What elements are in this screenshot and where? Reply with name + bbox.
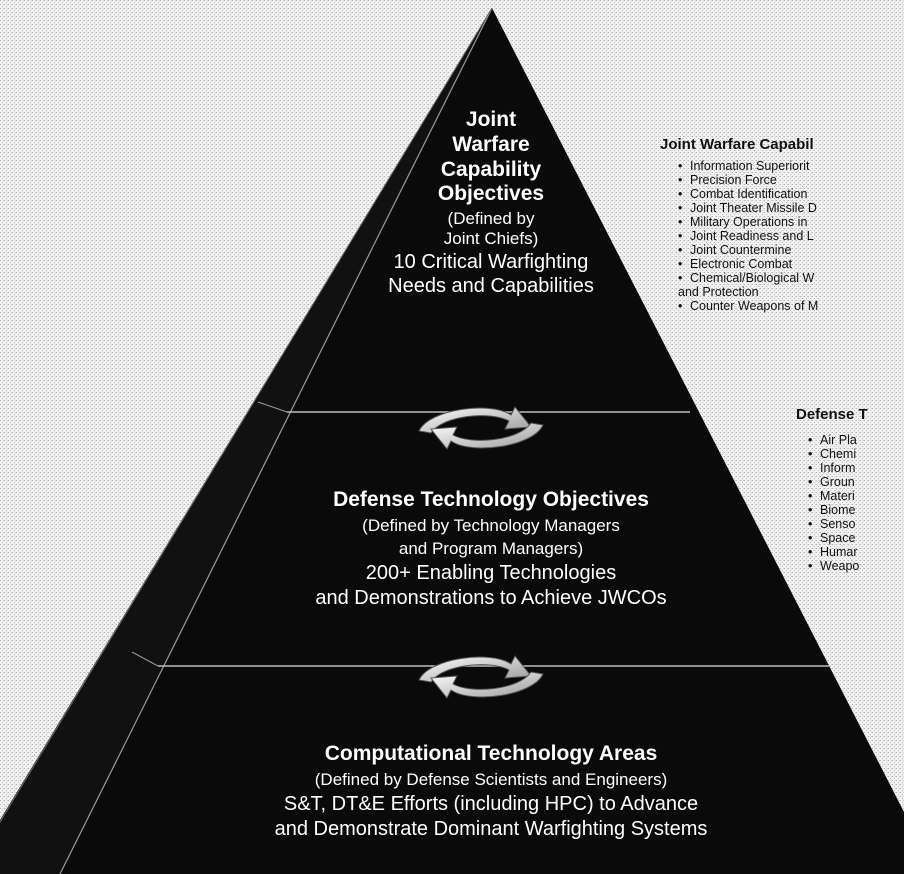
jwco-list: Information Superiorit Precision Force C… bbox=[660, 159, 818, 313]
list-item: Joint Theater Missile D bbox=[678, 201, 818, 215]
pyramid-left-edge bbox=[59, 7, 493, 874]
jwco-title-line: Objectives bbox=[437, 182, 545, 206]
list-item: Electronic Combat bbox=[678, 257, 818, 271]
list-item: Information Superiorit bbox=[678, 159, 818, 173]
dto-summary: and Demonstrations to Achieve JWCOs bbox=[315, 587, 667, 610]
list-item: Combat Identification bbox=[678, 187, 818, 201]
jwco-summary: 10 Critical Warfighting bbox=[393, 251, 589, 274]
dto-list-heading: Defense T bbox=[796, 406, 868, 423]
dto-list: Air Pla Chemi Inform Groun Materi Biome … bbox=[796, 433, 868, 573]
list-item: Space bbox=[808, 531, 868, 545]
jwco-list-heading: Joint Warfare Capabil bbox=[660, 136, 814, 153]
pyramid-left-subedge bbox=[0, 7, 493, 823]
dto-defined-by: (Defined by Technology Managers bbox=[362, 515, 620, 535]
list-item: Chemi bbox=[808, 447, 868, 461]
cta-summary: and Demonstrate Dominant Warfighting Sys… bbox=[274, 818, 708, 841]
jwco-title-line: Capability bbox=[440, 157, 542, 181]
dto-list-panel: Defense T Air Pla Chemi Inform Groun Mat… bbox=[796, 406, 868, 573]
list-item: Groun bbox=[808, 475, 868, 489]
tier-divider-1-side bbox=[257, 401, 288, 413]
jwco-title-line: Warfare bbox=[452, 132, 530, 156]
cta-summary: S&T, DT&E Efforts (including HPC) to Adv… bbox=[283, 792, 699, 815]
list-item: Air Pla bbox=[808, 433, 868, 447]
list-item: Weapo bbox=[808, 559, 868, 573]
list-item: Precision Force bbox=[678, 173, 818, 187]
list-item: Inform bbox=[808, 461, 868, 475]
list-item: Joint Countermine bbox=[678, 243, 818, 257]
list-item: Chemical/Biological W bbox=[678, 271, 818, 285]
tier-divider-2-side bbox=[131, 651, 159, 667]
cta-title: Computational Technology Areas bbox=[324, 742, 658, 765]
dto-title: Defense Technology Objectives bbox=[333, 488, 649, 511]
dto-summary: 200+ Enabling Technologies bbox=[365, 561, 617, 584]
pyramid-left-face bbox=[0, 8, 492, 874]
jwco-defined-by: Joint Chiefs) bbox=[443, 229, 539, 249]
list-item: Joint Readiness and L bbox=[678, 229, 818, 243]
jwco-list-panel: Joint Warfare Capabil Information Superi… bbox=[660, 136, 818, 313]
list-item-continuation: and Protection bbox=[678, 285, 759, 299]
list-item: Materi bbox=[808, 489, 868, 503]
cta-defined-by: (Defined by Defense Scientists and Engin… bbox=[314, 769, 668, 789]
list-item: Senso bbox=[808, 517, 868, 531]
jwco-defined-by: (Defined by bbox=[447, 209, 535, 229]
jwco-title-line: Joint bbox=[465, 108, 517, 131]
top-tier-label: Joint Warfare Capability Objectives (Def… bbox=[326, 108, 656, 298]
middle-tier-label: Defense Technology Objectives (Defined b… bbox=[196, 488, 786, 611]
list-item: Humar bbox=[808, 545, 868, 559]
list-item: Biome bbox=[808, 503, 868, 517]
list-item: Counter Weapons of M bbox=[678, 299, 818, 313]
bottom-tier-label: Computational Technology Areas (Defined … bbox=[140, 742, 842, 842]
list-item: Military Operations in bbox=[678, 215, 818, 229]
cycle-arrows-icon bbox=[418, 655, 544, 699]
cycle-arrows-icon bbox=[418, 406, 544, 450]
dto-defined-by: and Program Managers) bbox=[398, 538, 584, 558]
jwco-summary: Needs and Capabilities bbox=[388, 274, 594, 297]
